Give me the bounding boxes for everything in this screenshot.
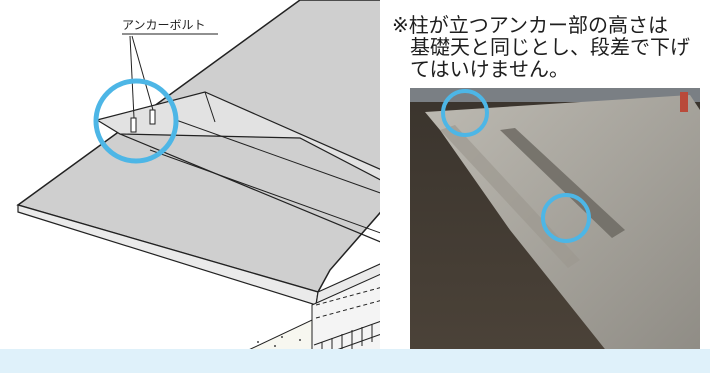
foundation-svg — [16, 0, 401, 373]
step-line-4 — [204, 91, 216, 123]
step-line-3 — [175, 119, 401, 201]
anchor-highlight-circle — [93, 78, 179, 164]
photo-red-object — [680, 92, 688, 112]
note-text: ※柱が立つアンカー部の高さは 基礎天と同じとし、段差で下げ てはいけません。 — [392, 14, 708, 80]
bottom-band — [0, 349, 710, 373]
photo-panel — [380, 0, 710, 373]
note-line-1: ※柱が立つアンカー部の高さは — [392, 13, 668, 37]
photo-highlight-circle-1 — [441, 89, 489, 137]
dashed-line-2 — [315, 297, 391, 319]
note-line-3: てはいけません。 — [410, 57, 569, 81]
step-line-1 — [119, 133, 401, 251]
step-line-2 — [149, 149, 401, 241]
foundation-drawing — [16, 0, 401, 373]
photo-step — [440, 125, 580, 268]
anchor-bolt-2 — [149, 109, 156, 125]
note-line-2: 基礎天と同じとし、段差で下げ — [410, 35, 690, 59]
anchor-bolt-label: アンカーボルト — [122, 18, 206, 32]
photo-groove — [500, 128, 625, 238]
photo-highlight-circle-2 — [541, 193, 591, 243]
dashed-line-1 — [315, 284, 391, 306]
photo-concrete-slab — [425, 95, 700, 368]
leader-line-1 — [129, 35, 135, 119]
anchor-bolt-1 — [130, 117, 137, 133]
leader-line-2 — [131, 35, 154, 111]
photo-svg — [410, 88, 700, 368]
